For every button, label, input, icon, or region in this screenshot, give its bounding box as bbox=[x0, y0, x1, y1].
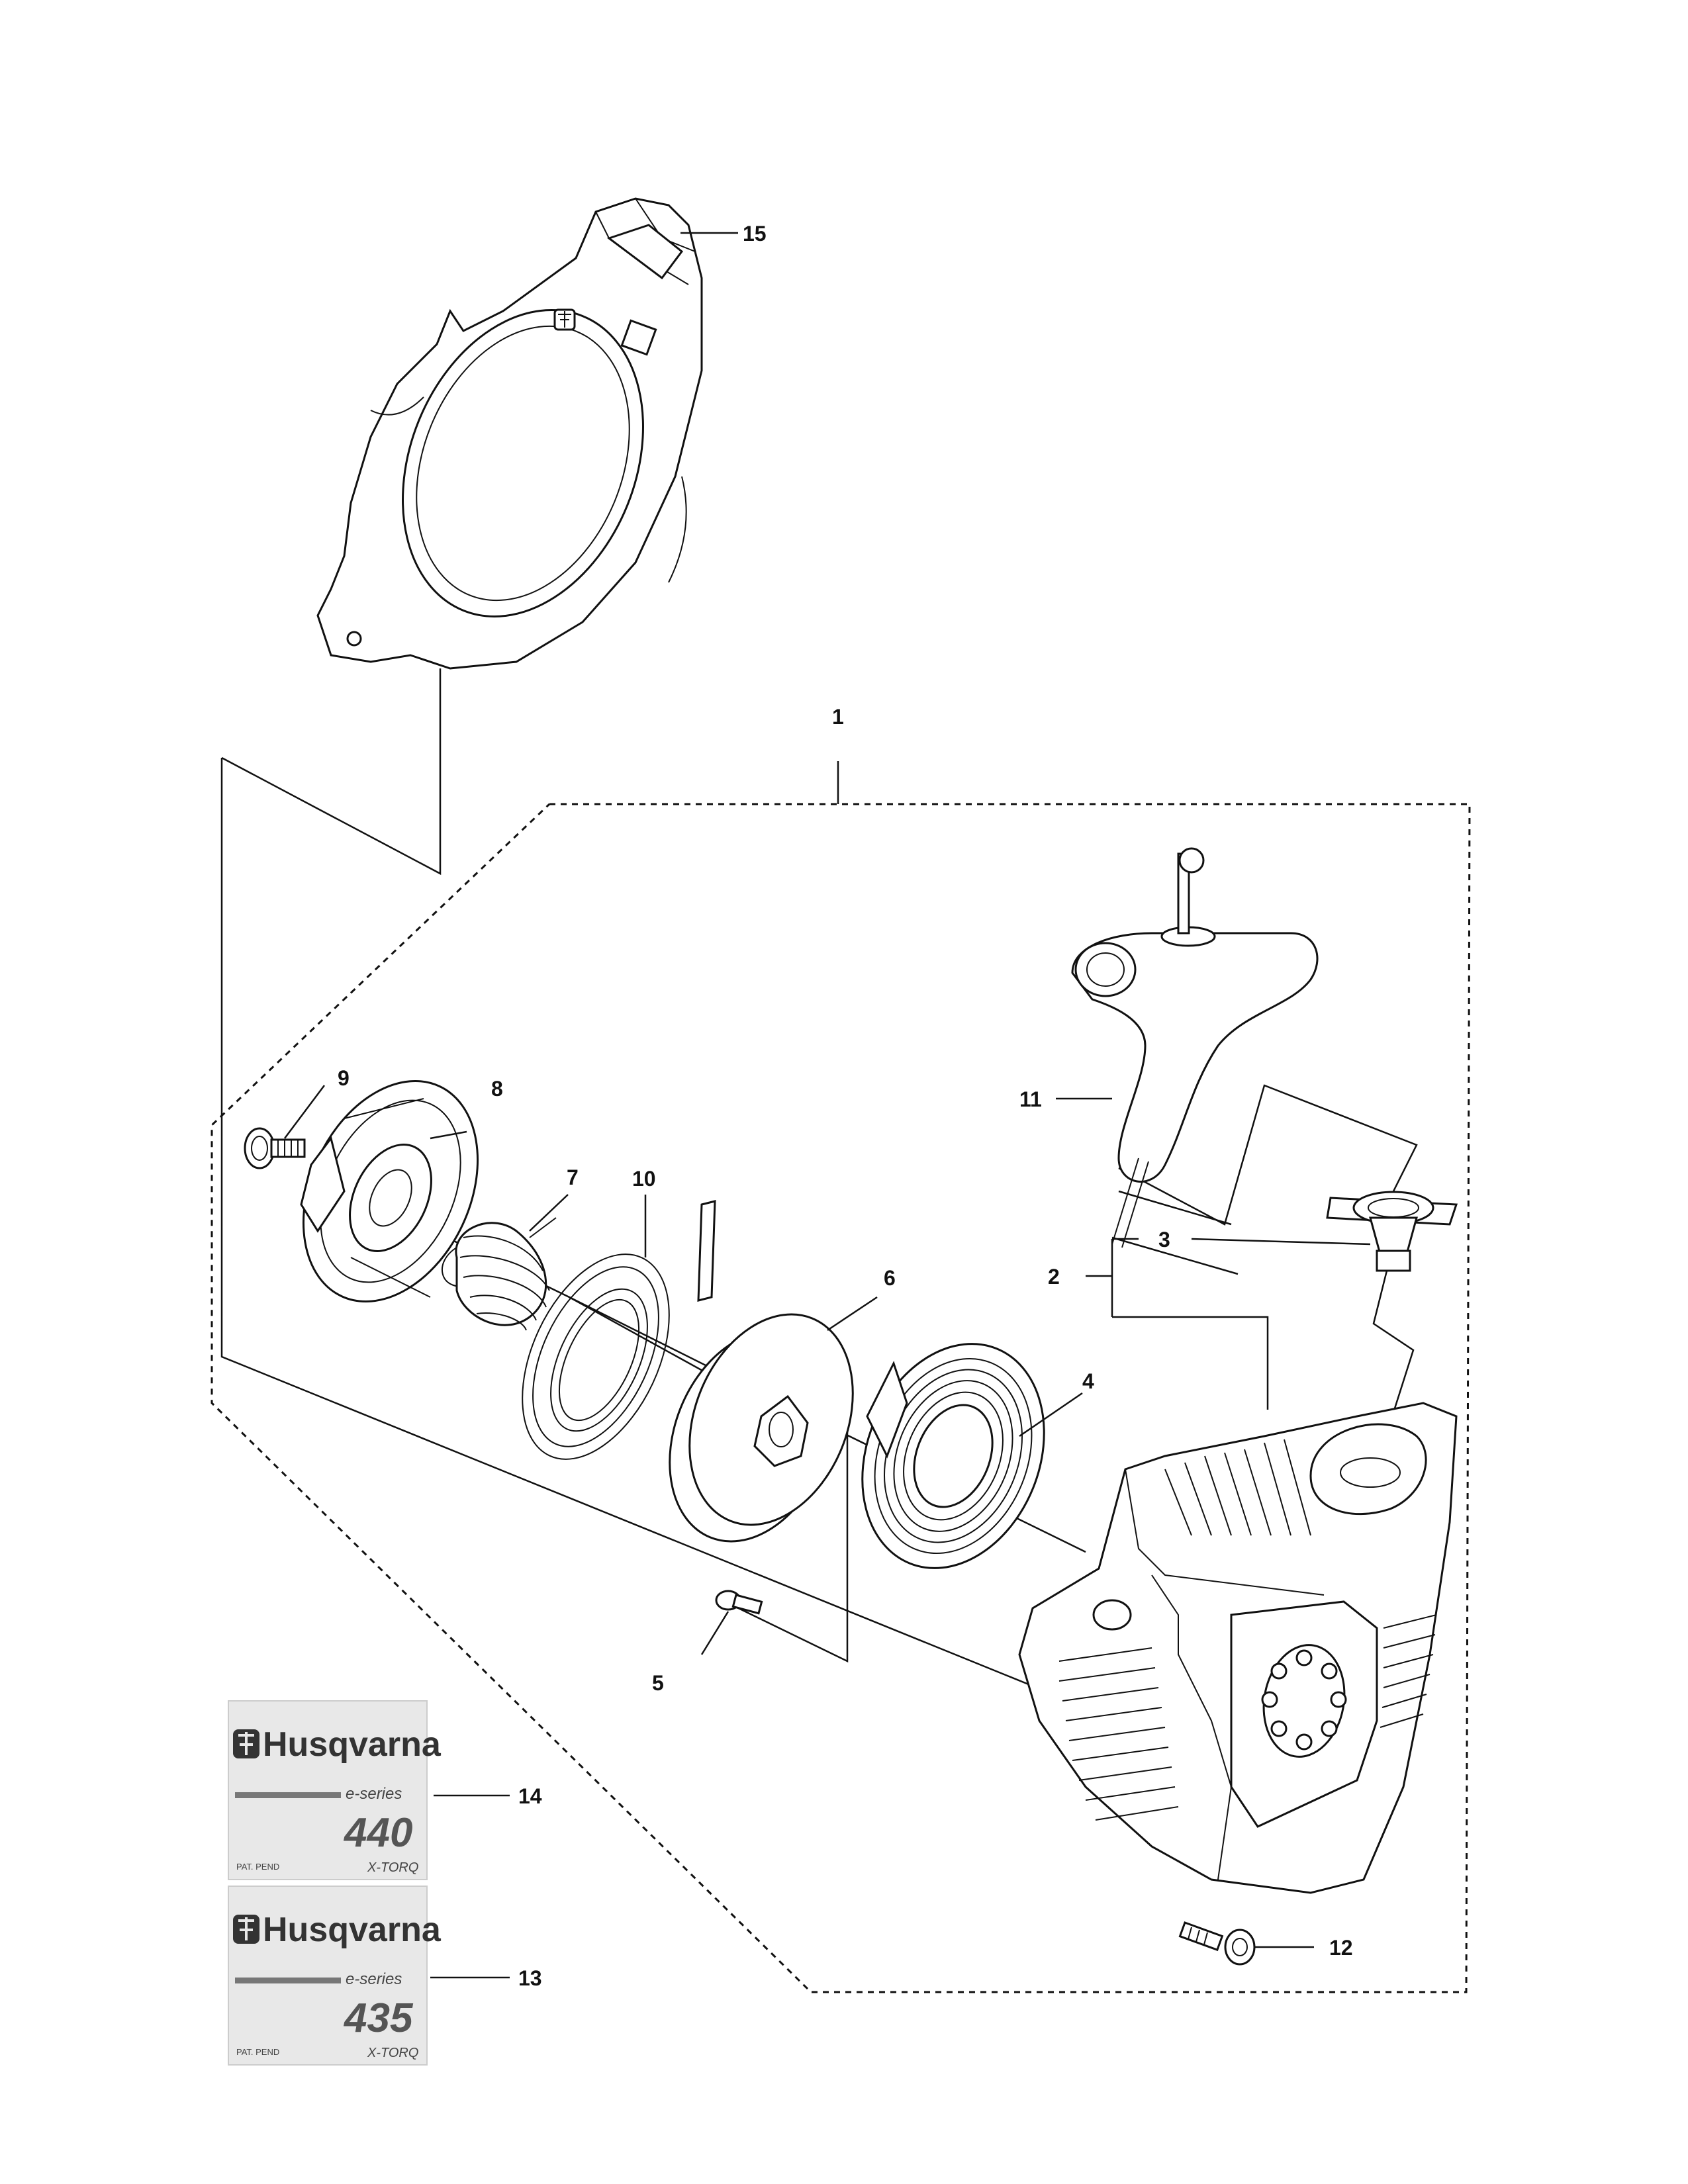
rope-guide-part-3 bbox=[1326, 1191, 1458, 1272]
callout-2: 2 bbox=[1048, 1265, 1060, 1289]
bolt-part-9 bbox=[244, 1127, 306, 1169]
decal-brand: Husqvarna bbox=[263, 1911, 442, 1949]
callout-9: 9 bbox=[338, 1066, 350, 1090]
decal-engine: X-TORQ bbox=[367, 1860, 418, 1875]
decal-patent: PAT. PEND bbox=[236, 1862, 279, 1872]
screw-part-5 bbox=[715, 1590, 763, 1615]
callout-13: 13 bbox=[518, 1966, 542, 1990]
callout-10: 10 bbox=[632, 1167, 656, 1191]
fan-housing-part-15 bbox=[316, 197, 703, 670]
callout-6: 6 bbox=[884, 1266, 896, 1290]
callout-11: 11 bbox=[1019, 1087, 1042, 1111]
decal-engine: X-TORQ bbox=[367, 2046, 418, 2060]
decal-435-part-13: Husqvarna e-series 435 PAT. PEND X-TORQ bbox=[228, 1886, 442, 2066]
decal-series: e-series bbox=[346, 1970, 402, 1988]
callout-5: 5 bbox=[652, 1671, 664, 1695]
decal-brand: Husqvarna bbox=[263, 1725, 442, 1764]
callout-1: 1 bbox=[832, 705, 844, 729]
callout-4: 4 bbox=[1082, 1369, 1094, 1393]
callout-leaders bbox=[284, 232, 1371, 1979]
callout-labels: 15 1 9 8 7 10 6 4 5 11 3 2 12 14 13 bbox=[338, 222, 1353, 1990]
decal-series: e-series bbox=[346, 1785, 402, 1803]
callout-14: 14 bbox=[518, 1784, 542, 1808]
pulley-part-6 bbox=[669, 1313, 854, 1543]
starter-rope-part-10 bbox=[522, 1200, 716, 1460]
callout-15: 15 bbox=[743, 222, 767, 246]
starter-handle-part-11 bbox=[1071, 847, 1319, 1248]
pulley-cover-part-8 bbox=[300, 1079, 479, 1303]
spring-part-7 bbox=[441, 1217, 557, 1331]
callout-7: 7 bbox=[567, 1165, 579, 1189]
decal-model: 435 bbox=[343, 1995, 414, 2041]
screw-part-12 bbox=[1178, 1921, 1256, 1966]
callout-12: 12 bbox=[1329, 1936, 1353, 1960]
starter-housing-part-2 bbox=[1018, 1402, 1458, 1894]
decal-440-part-14: Husqvarna e-series 440 PAT. PEND X-TORQ bbox=[228, 1700, 442, 1880]
starter-assembly-outline bbox=[211, 761, 1471, 1993]
spring-cassette-part-4 bbox=[861, 1343, 1045, 1569]
decal-patent: PAT. PEND bbox=[236, 2047, 279, 2057]
callout-3: 3 bbox=[1158, 1228, 1170, 1251]
callout-8: 8 bbox=[491, 1077, 503, 1101]
decal-model: 440 bbox=[343, 1810, 412, 1856]
